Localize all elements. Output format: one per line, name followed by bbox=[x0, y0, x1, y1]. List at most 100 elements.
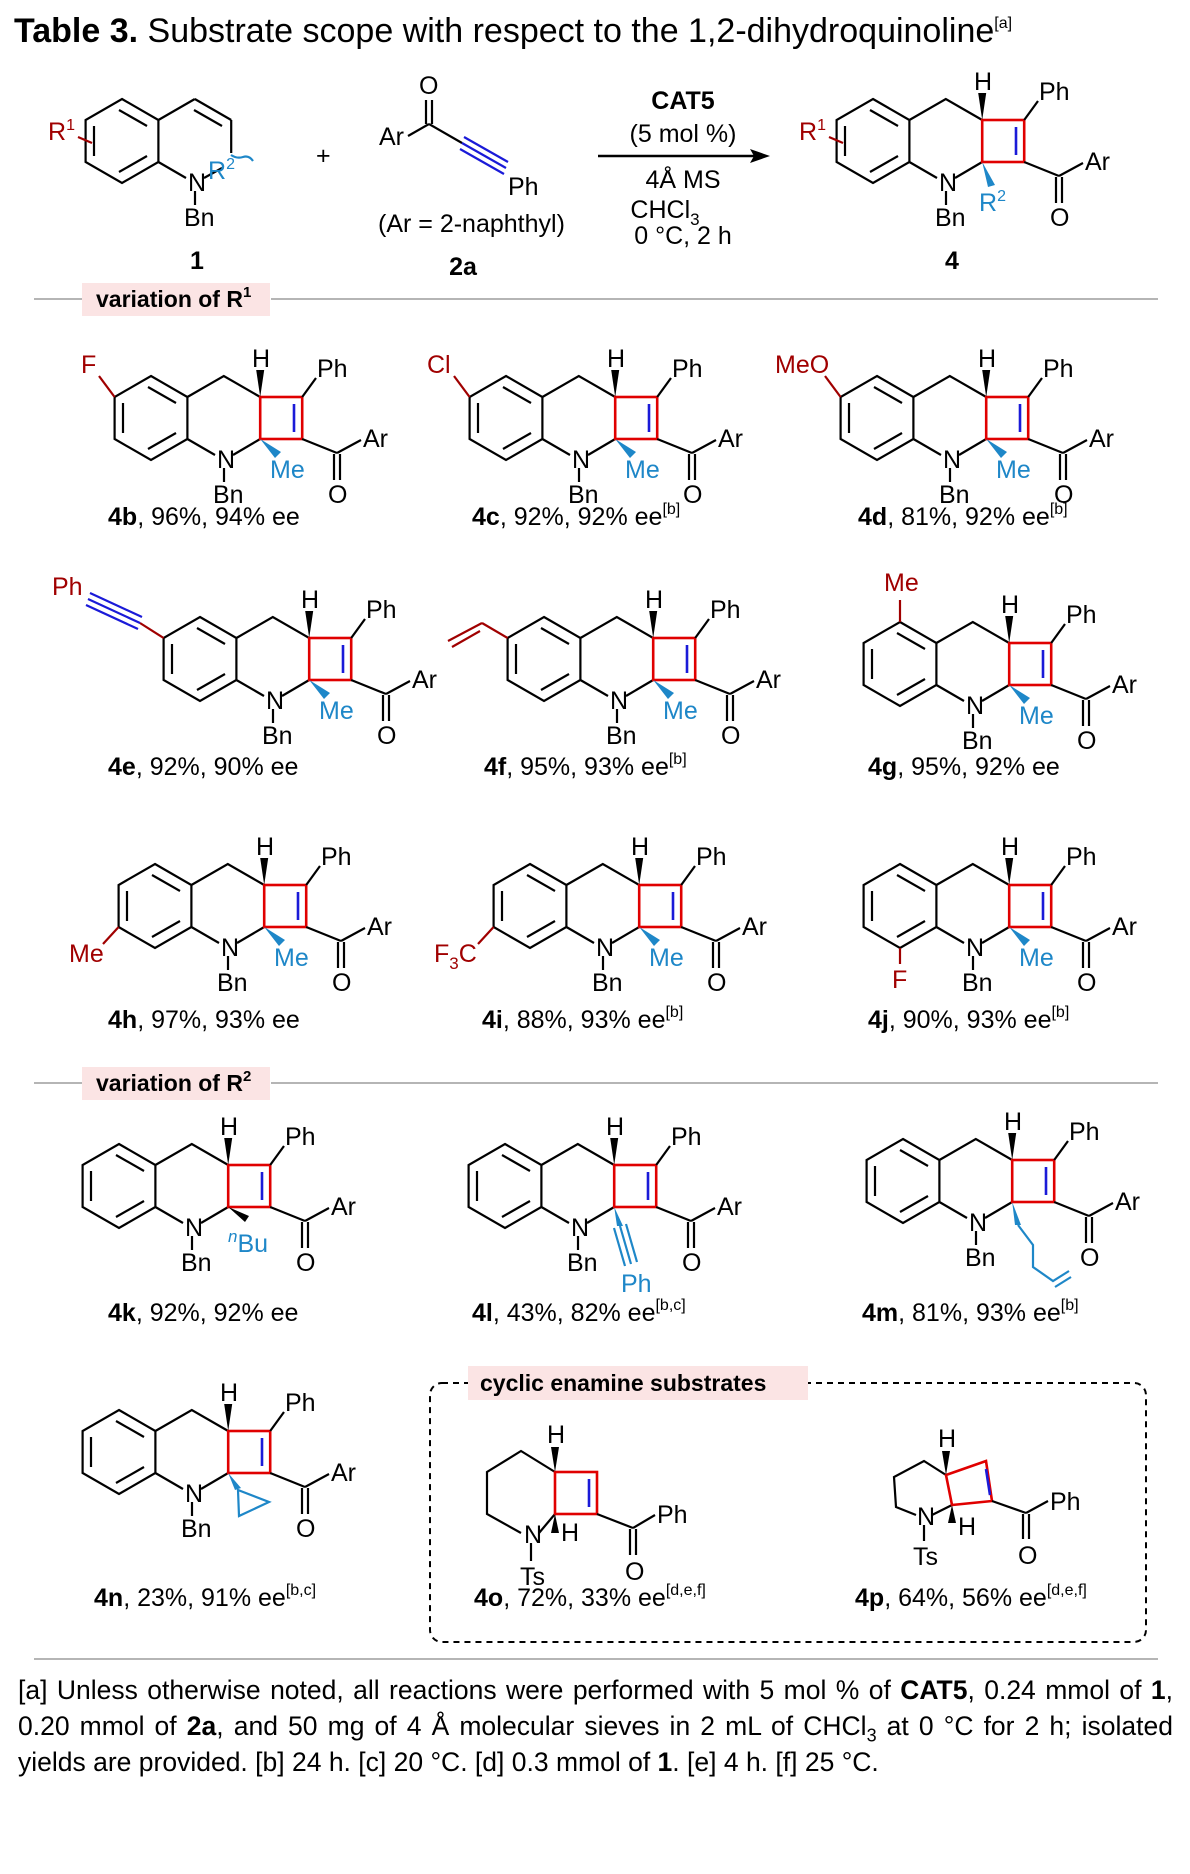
svg-text:N: N bbox=[185, 1480, 203, 1508]
svg-text:H: H bbox=[974, 68, 992, 96]
svg-text:F: F bbox=[892, 966, 907, 994]
svg-text:O: O bbox=[721, 722, 740, 750]
svg-text:N: N bbox=[217, 446, 235, 474]
caption-4m: 4m, 81%, 93% ee[b] bbox=[862, 1297, 1079, 1327]
svg-text:Ph: Ph bbox=[621, 1270, 652, 1298]
caption-4n: 4n, 23%, 91% ee[b,c] bbox=[94, 1582, 316, 1612]
svg-text:H: H bbox=[645, 586, 663, 614]
substrate-1: R1 N Bn R2 1 bbox=[48, 97, 254, 275]
svg-text:Me: Me bbox=[884, 569, 919, 597]
svg-text:N: N bbox=[572, 446, 590, 474]
svg-text:O: O bbox=[625, 1558, 644, 1586]
svg-text:R2: R2 bbox=[208, 156, 235, 185]
compound-4n: H Ph N Bn Ar O bbox=[81, 1379, 356, 1543]
svg-text:N: N bbox=[188, 169, 206, 197]
compound-4j: F H Ph N Bn Me Ar O bbox=[862, 833, 1137, 997]
svg-text:H: H bbox=[220, 1379, 238, 1407]
svg-text:Bn: Bn bbox=[965, 1244, 996, 1272]
svg-text:Bn: Bn bbox=[606, 722, 637, 750]
svg-text:H: H bbox=[606, 1113, 624, 1141]
svg-text:F3C: F3C bbox=[434, 940, 477, 973]
svg-text:O: O bbox=[1050, 204, 1069, 232]
caption-4h: 4h, 97%, 93% ee bbox=[108, 1006, 300, 1034]
svg-text:H: H bbox=[1001, 833, 1019, 861]
caption-4p: 4p, 64%, 56% ee[d,e,f] bbox=[855, 1582, 1087, 1612]
compound-4l: Ph H Ph N Bn Ar O bbox=[467, 1113, 742, 1298]
svg-text:O: O bbox=[296, 1249, 315, 1277]
svg-text:Me: Me bbox=[319, 697, 354, 725]
svg-text:H: H bbox=[220, 1113, 238, 1141]
compound-4g: Me H Ph N Bn Me Ar O bbox=[862, 569, 1137, 755]
svg-text:Bn: Bn bbox=[181, 1515, 212, 1543]
svg-text:N: N bbox=[571, 1214, 589, 1242]
svg-text:H: H bbox=[1004, 1108, 1022, 1136]
svg-text:R2: R2 bbox=[979, 188, 1006, 217]
caption-4k: 4k, 92%, 92% ee bbox=[108, 1299, 298, 1327]
svg-text:Me: Me bbox=[649, 944, 684, 972]
compound-4c: Cl H Ph N Bn Me Ar O bbox=[427, 345, 743, 509]
svg-text:N: N bbox=[610, 687, 628, 715]
svg-text:Bn: Bn bbox=[568, 481, 599, 509]
compound-4p: H H N Ts Ph O bbox=[892, 1425, 1081, 1571]
svg-text:Bn: Bn bbox=[962, 727, 993, 755]
svg-text:(Ar = 2-naphthyl): (Ar = 2-naphthyl) bbox=[378, 210, 565, 238]
table-title: Table 3. Substrate scope with respect to… bbox=[14, 12, 1012, 50]
svg-text:Bn: Bn bbox=[962, 969, 993, 997]
svg-text:Ph: Ph bbox=[1066, 601, 1097, 629]
svg-text:O: O bbox=[328, 481, 347, 509]
svg-text:Ar: Ar bbox=[717, 1193, 742, 1221]
svg-text:O: O bbox=[682, 1249, 701, 1277]
svg-text:R1: R1 bbox=[48, 117, 75, 146]
svg-text:Bn: Bn bbox=[592, 969, 623, 997]
svg-text:Ar: Ar bbox=[1085, 148, 1110, 176]
svg-text:Ph: Ph bbox=[52, 573, 83, 601]
svg-text:N: N bbox=[917, 1503, 935, 1531]
svg-text:Cl: Cl bbox=[427, 351, 451, 379]
additive-label: 4Å MS bbox=[645, 164, 720, 194]
caption-4j: 4j, 90%, 93% ee[b] bbox=[868, 1004, 1069, 1034]
svg-text:O: O bbox=[332, 969, 351, 997]
section-variation-r1: variation of R1 bbox=[82, 283, 270, 316]
svg-text:Me: Me bbox=[663, 697, 698, 725]
compound-4e: Ph H Ph N Bn Me Ar O bbox=[52, 573, 437, 750]
caption-4g: 4g, 95%, 92% ee bbox=[868, 753, 1060, 781]
svg-text:Ph: Ph bbox=[1050, 1488, 1081, 1516]
svg-text:O: O bbox=[296, 1515, 315, 1543]
svg-text:4: 4 bbox=[945, 247, 959, 275]
compound-4d: MeO H Ph N Bn Me Ar O bbox=[775, 345, 1114, 509]
svg-text:Ph: Ph bbox=[696, 843, 727, 871]
svg-text:Ph: Ph bbox=[366, 596, 397, 624]
svg-text:Me: Me bbox=[1019, 702, 1054, 730]
svg-text:nBu: nBu bbox=[228, 1227, 268, 1258]
svg-text:Me: Me bbox=[69, 940, 104, 968]
svg-text:Me: Me bbox=[1019, 944, 1054, 972]
caption-4e: 4e, 92%, 90% ee bbox=[108, 753, 298, 781]
substrate-2a: O Ar Ph (Ar = 2-naphthyl) 2a bbox=[378, 72, 565, 281]
svg-text:Bn: Bn bbox=[935, 204, 966, 232]
svg-text:Ph: Ph bbox=[321, 843, 352, 871]
svg-text:Ph: Ph bbox=[317, 355, 348, 383]
svg-text:R1: R1 bbox=[799, 117, 826, 146]
svg-text:H: H bbox=[978, 345, 996, 373]
compound-4i: F3C H Ph N Bn Me Ar O bbox=[434, 833, 767, 997]
svg-text:H: H bbox=[256, 833, 274, 861]
product-4: R1 H Ph N Bn R2 Ar O 4 bbox=[799, 68, 1110, 275]
compound-4o: H H N Ts Ph O bbox=[485, 1421, 688, 1591]
svg-text:H: H bbox=[561, 1519, 579, 1547]
svg-text:H: H bbox=[631, 833, 649, 861]
svg-text:Me: Me bbox=[274, 944, 309, 972]
svg-text:Ph: Ph bbox=[671, 1123, 702, 1151]
svg-text:N: N bbox=[943, 446, 961, 474]
svg-text:H: H bbox=[252, 345, 270, 373]
compound-4f: H Ph N Bn Me Ar O bbox=[447, 586, 781, 750]
svg-text:Ar: Ar bbox=[742, 913, 767, 941]
svg-text:O: O bbox=[1018, 1542, 1037, 1570]
caption-4d: 4d, 81%, 92% ee[b] bbox=[858, 501, 1068, 531]
svg-text:Ar: Ar bbox=[367, 913, 392, 941]
catalyst-label: CAT5 bbox=[651, 87, 715, 115]
svg-text:Ar: Ar bbox=[718, 425, 743, 453]
svg-text:N: N bbox=[966, 692, 984, 720]
section-variation-r2: variation of R2 bbox=[82, 1067, 270, 1100]
